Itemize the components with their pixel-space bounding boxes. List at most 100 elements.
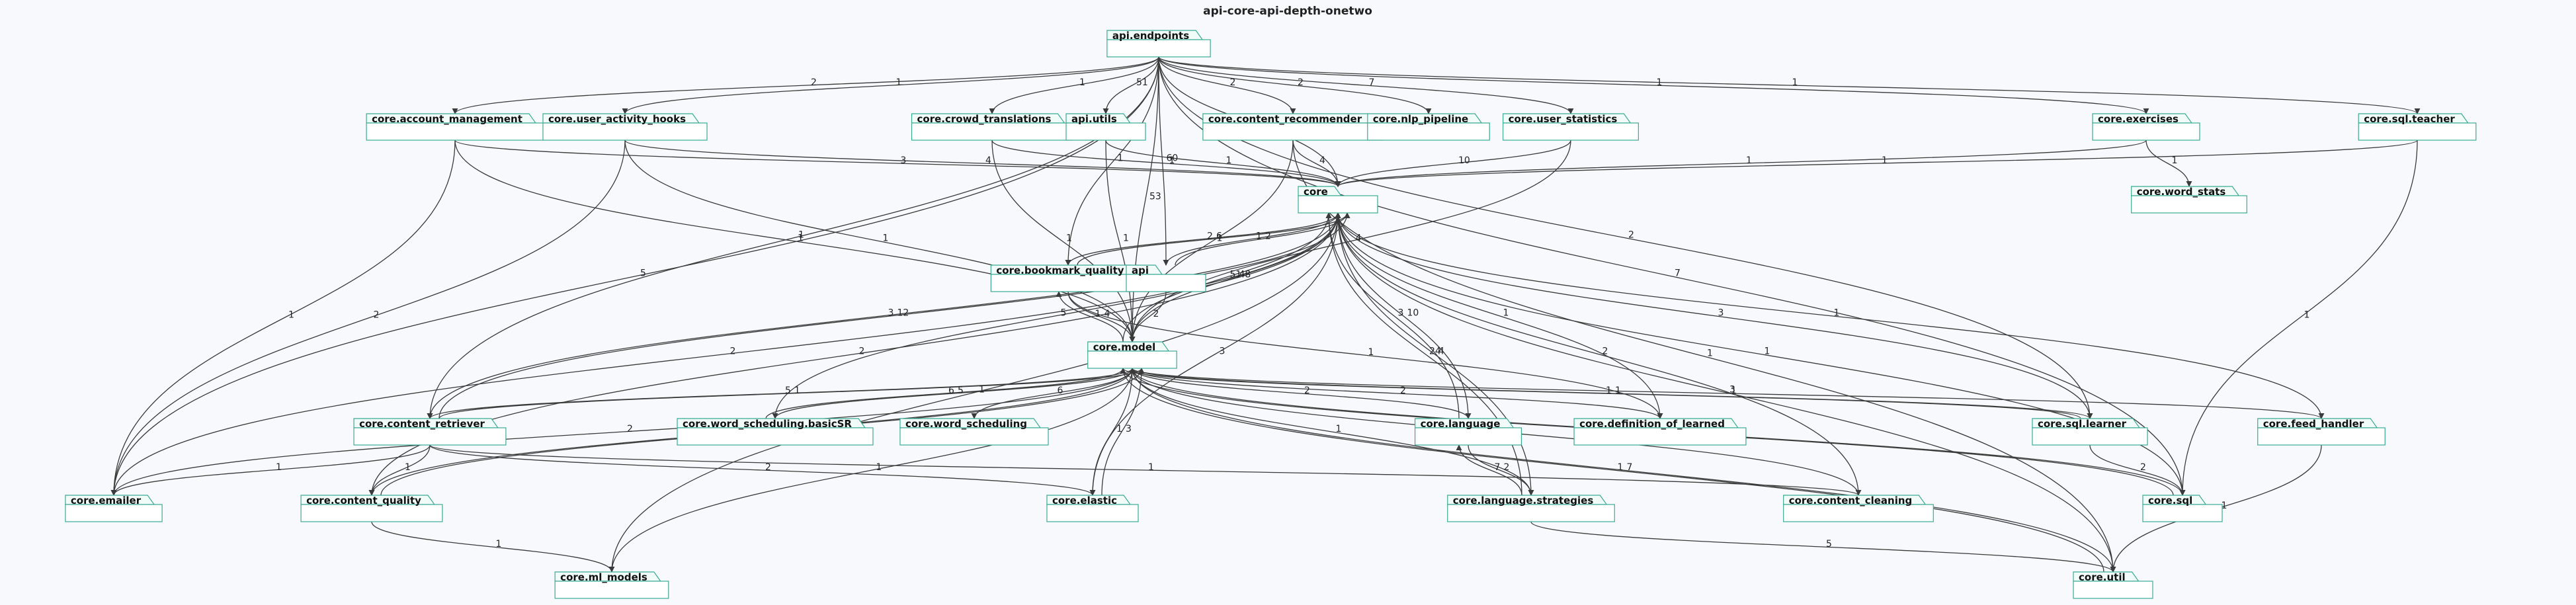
edge-weight-label: 51 xyxy=(1230,270,1242,280)
package-node-language[interactable]: core.language xyxy=(1414,418,1522,446)
package-node-content-recommender[interactable]: core.content_recommender xyxy=(1202,113,1384,141)
dependency-edge xyxy=(427,212,1339,419)
dependency-edge xyxy=(1335,212,1859,496)
package-body xyxy=(554,581,669,599)
dependency-edge xyxy=(110,444,431,496)
package-node-content-cleaning[interactable]: core.content_cleaning xyxy=(1783,495,1934,522)
package-node-ws-basicsr[interactable]: core.word_scheduling.basicSR xyxy=(677,418,874,446)
package-label: core.exercises xyxy=(2098,113,2179,125)
edge-weight-label: 2 xyxy=(1628,230,1634,241)
package-body xyxy=(542,122,708,141)
package-node-api[interactable]: api xyxy=(1126,264,1206,292)
package-label: core.sql.teacher xyxy=(2364,113,2455,125)
package-node-model[interactable]: core.model xyxy=(1087,341,1177,369)
dependency-edge xyxy=(1335,140,2147,187)
dependency-edge xyxy=(454,140,1136,343)
package-body xyxy=(2032,427,2148,446)
edge-weight-label: 2 xyxy=(1602,346,1608,357)
dependency-edge xyxy=(1102,56,1159,114)
edge-weight-label: 10 xyxy=(1458,155,1470,166)
package-label: core.account_management xyxy=(372,113,522,125)
dependency-edge xyxy=(454,140,1341,187)
edge-weight-label: 1 xyxy=(1148,462,1154,473)
edge-weight-label: 1 xyxy=(1123,233,1129,244)
dependency-edge xyxy=(1335,140,2418,187)
package-node-emailer[interactable]: core.emailer xyxy=(65,495,163,522)
package-node-word-stats[interactable]: core.word_stats xyxy=(2131,186,2247,214)
edge-weight-label: 1 xyxy=(2222,501,2227,511)
package-node-definition-of-learned[interactable]: core.definition_of_learned xyxy=(1573,418,1747,446)
package-node-content-retriever[interactable]: core.content_retriever xyxy=(353,418,507,446)
package-node-nlp-pipeline[interactable]: core.nlp_pipeline xyxy=(1367,113,1490,141)
package-label: core.word_stats xyxy=(2137,186,2226,198)
package-node-feed-handler[interactable]: core.feed_handler xyxy=(2257,418,2386,446)
edge-weight-label: 1 xyxy=(1657,77,1663,88)
package-label: core.crowd_translations xyxy=(917,113,1052,125)
dependency-edge xyxy=(1120,368,2081,419)
edge-weight-label: 1 xyxy=(1615,385,1621,396)
package-label: core.nlp_pipeline xyxy=(1373,113,1468,125)
package-node-ml-models[interactable]: core.ml_models xyxy=(554,571,669,599)
edge-weight-label: 1 xyxy=(2172,155,2178,166)
package-label: core.word_scheduling.basicSR xyxy=(683,418,852,430)
dependency-edge xyxy=(1077,212,1350,266)
edge-weight-label: 60 xyxy=(1167,153,1179,164)
package-body xyxy=(1783,504,1934,522)
edge-weight-label: 1 xyxy=(1882,155,1888,166)
package-node-sql[interactable]: core.sql xyxy=(2142,495,2223,522)
package-node-account-management[interactable]: core.account_management xyxy=(366,113,544,141)
package-body xyxy=(1367,122,1490,141)
dependency-edge xyxy=(622,56,1159,114)
package-node-elastic[interactable]: core.elastic xyxy=(1046,495,1139,522)
dependency-edge xyxy=(1158,56,1169,266)
package-node-user-activity-hooks[interactable]: core.user_activity_hooks xyxy=(542,113,708,141)
dependency-edge xyxy=(624,140,1136,343)
edge-weight-label: 51 xyxy=(1136,77,1148,88)
dependency-edge xyxy=(110,56,1159,496)
package-node-bookmark-quality[interactable]: core.bookmark_quality xyxy=(990,264,1146,292)
package-node-language-strategies[interactable]: core.language.strategies xyxy=(1447,495,1615,522)
dependency-edge xyxy=(1158,56,2421,114)
package-node-api-endpoints[interactable]: api.endpoints xyxy=(1106,30,1211,58)
edge-weight-label: 5 xyxy=(785,385,791,396)
dependency-edge xyxy=(971,368,1133,419)
package-node-core[interactable]: core xyxy=(1298,186,1378,214)
edge-weight-label: 10 xyxy=(1407,308,1419,319)
package-body xyxy=(2073,581,2153,599)
dependency-edge xyxy=(1105,140,1341,187)
dependency-edge xyxy=(1132,368,1472,419)
package-node-util[interactable]: core.util xyxy=(2073,571,2153,599)
edge-weight-label: 3 xyxy=(1729,385,1735,395)
diagram-title: api-core-api-depth-onetwo xyxy=(1203,5,1372,18)
package-body xyxy=(1202,122,1384,141)
edge-weight-label: 5 xyxy=(958,385,964,396)
package-node-exercises[interactable]: core.exercises xyxy=(2092,113,2200,141)
package-node-crowd-translations[interactable]: core.crowd_translations xyxy=(911,113,1073,141)
package-node-sql-learner[interactable]: core.sql.learner xyxy=(2032,418,2148,446)
edge-weight-label: 1 xyxy=(1746,155,1752,166)
dependency-edge xyxy=(2145,140,2192,187)
package-label: core.content_recommender xyxy=(1208,113,1362,125)
package-node-word-scheduling[interactable]: core.word_scheduling xyxy=(899,418,1049,446)
edge-weight-label: 1 xyxy=(1618,462,1624,473)
package-label: api.endpoints xyxy=(1112,30,1189,42)
edge-weight-label: 1 xyxy=(979,385,985,395)
dependency-edge xyxy=(611,212,1341,573)
package-node-sql-teacher[interactable]: core.sql.teacher xyxy=(2358,113,2477,141)
package-node-user-statistics[interactable]: core.user_statistics xyxy=(1503,113,1639,141)
edge-weight-label: 5 xyxy=(1826,539,1832,549)
edge-weight-label: 2 xyxy=(627,424,633,434)
dependency-edge xyxy=(1158,56,1432,114)
edge-weight-label: 2 xyxy=(1153,309,1159,319)
dependency-edge xyxy=(765,368,1126,419)
edge-weight-label: 6 xyxy=(1216,231,1222,242)
package-body xyxy=(899,427,1049,446)
dependency-edge xyxy=(1129,140,1294,343)
package-node-api-utils[interactable]: api.utils xyxy=(1065,113,1146,141)
package-body xyxy=(1573,427,1747,446)
dependency-edge xyxy=(113,368,1136,496)
edge-weight-label: 1 xyxy=(1503,308,1509,319)
dependency-edge xyxy=(368,444,431,496)
package-node-content-quality[interactable]: core.content_quality xyxy=(300,495,443,522)
edge-weight-label: 2 xyxy=(374,310,380,321)
